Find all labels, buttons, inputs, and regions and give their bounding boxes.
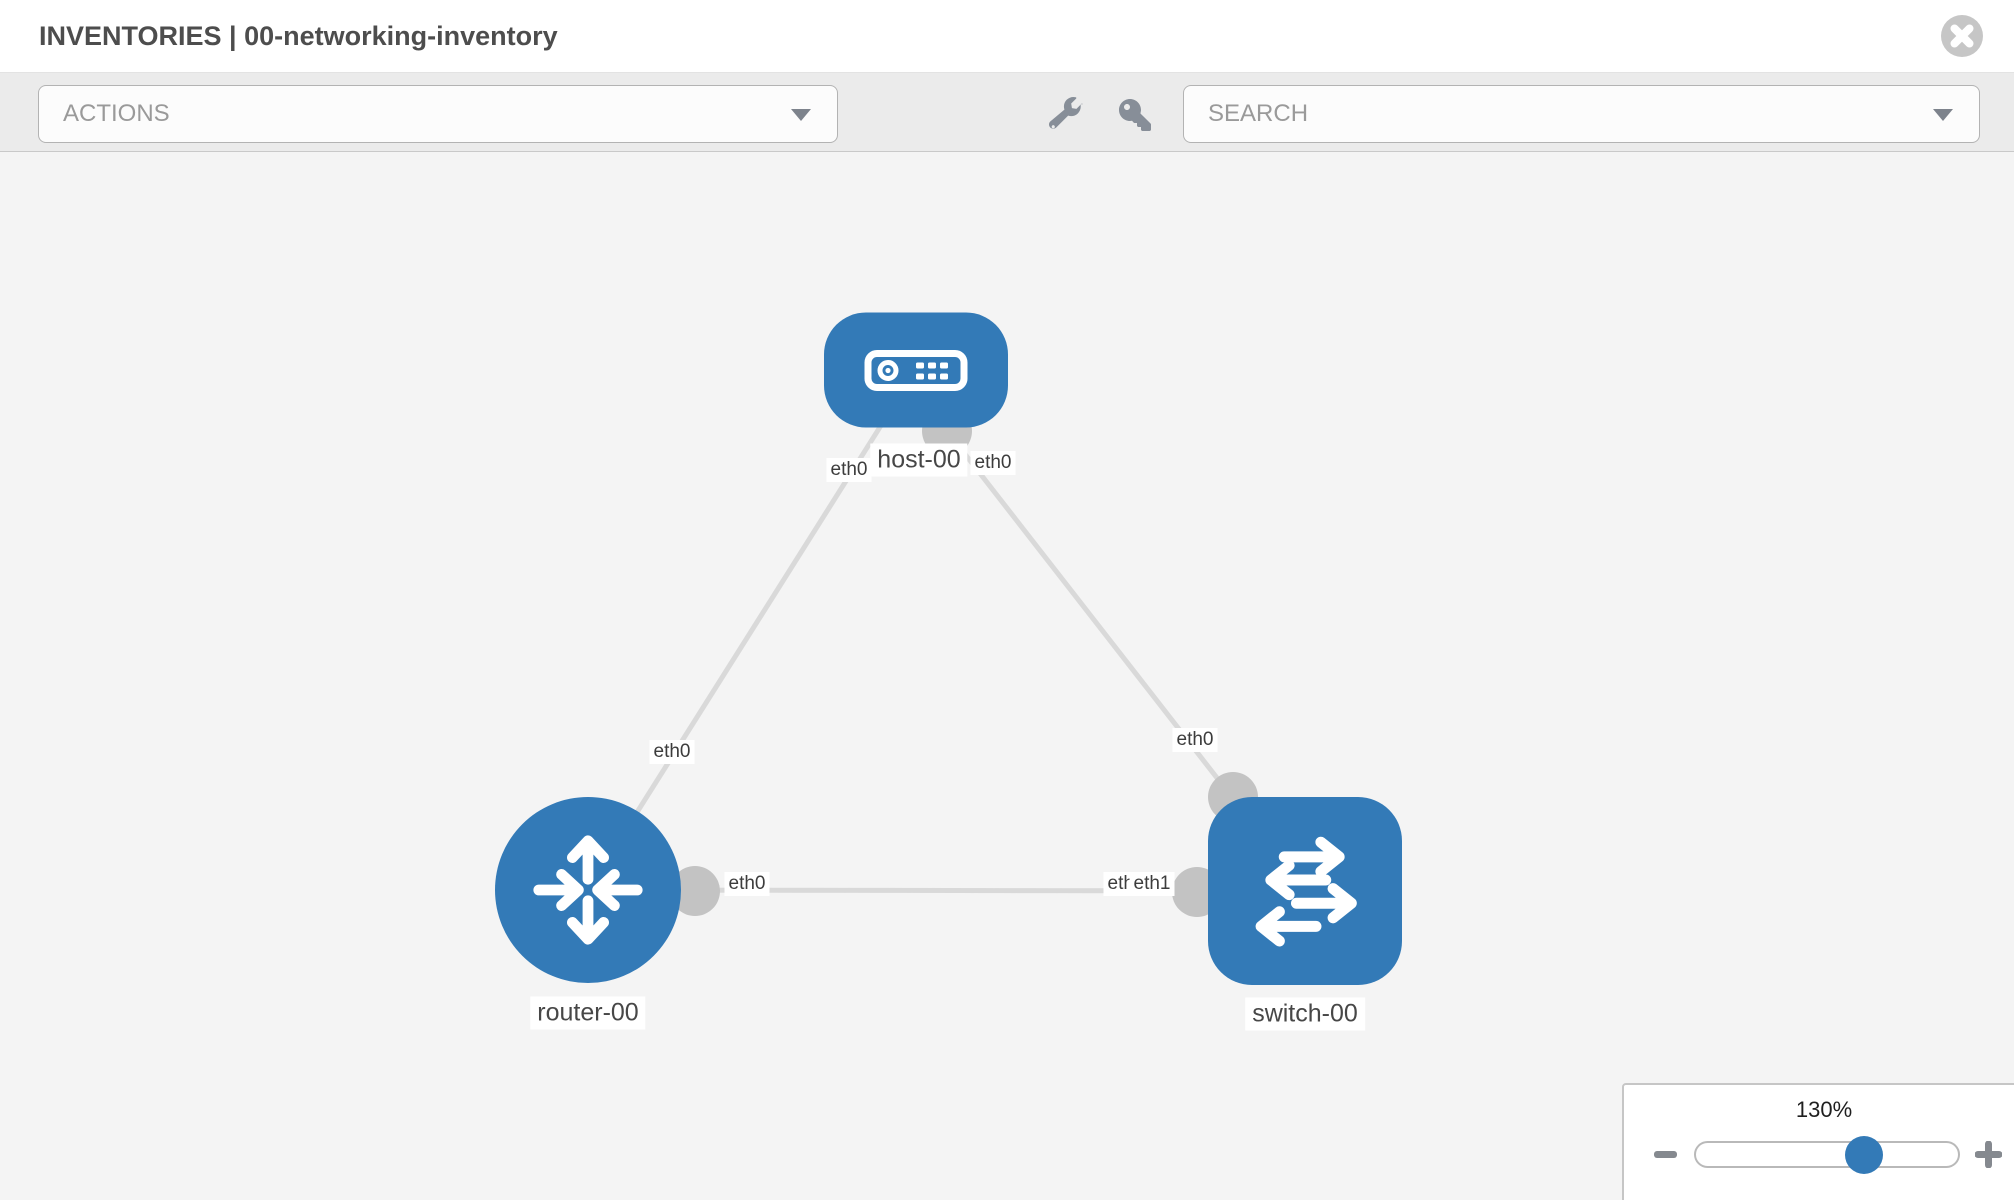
- zoom-slider[interactable]: [1694, 1135, 1960, 1174]
- toolbar: ACTIONS SEARCH: [0, 73, 2014, 152]
- switch-icon: [1255, 836, 1357, 947]
- node-label-host-00: host-00: [870, 443, 968, 477]
- port-label-eth0: eth0: [724, 872, 770, 896]
- close-icon[interactable]: [1940, 14, 1984, 58]
- node-host-00[interactable]: [824, 312, 1008, 428]
- topology-canvas[interactable]: 130% host-00 router-00 switch-00 eth0 eth0 et…: [0, 152, 2014, 1200]
- search-dropdown[interactable]: SEARCH: [1183, 85, 1980, 143]
- port-label-eth0: eth0: [1172, 728, 1218, 752]
- zoom-percentage: 130%: [1795, 1097, 1853, 1122]
- node-router-00[interactable]: [495, 797, 681, 983]
- chevron-down-icon: [1933, 109, 1953, 121]
- node-label-switch-00: switch-00: [1245, 997, 1365, 1031]
- zoom-controls: [1624, 1131, 2014, 1181]
- router-icon: [533, 835, 643, 945]
- port-label-eth0: eth0: [649, 740, 695, 764]
- zoom-slider-handle[interactable]: [1845, 1135, 1884, 1174]
- zoom-in-plus-icon[interactable]: [1974, 1140, 2003, 1173]
- node-label-router-00: router-00: [530, 996, 646, 1030]
- link-router-00-host-00: [585, 368, 919, 892]
- zoom-panel: 130%: [1622, 1083, 2014, 1200]
- search-dropdown-label: SEARCH: [1208, 100, 1309, 127]
- actions-dropdown[interactable]: ACTIONS: [38, 85, 838, 143]
- port-label-eth1: eth1: [1129, 872, 1175, 896]
- node-switch-00[interactable]: [1208, 797, 1402, 985]
- wrench-icon[interactable]: [1048, 97, 1083, 131]
- chevron-down-icon: [791, 109, 811, 121]
- key-icon[interactable]: [1119, 99, 1153, 133]
- port-label-eth0: eth0: [826, 458, 872, 482]
- link-lines: [585, 368, 1307, 894]
- port-label-eth0: eth0: [970, 451, 1016, 475]
- zoom-out-minus-icon[interactable]: [1654, 1151, 1677, 1158]
- title-bar: INVENTORIES | 00-networking-inventory: [0, 0, 2014, 73]
- actions-dropdown-label: ACTIONS: [63, 100, 170, 127]
- page-title: INVENTORIES | 00-networking-inventory: [39, 20, 558, 51]
- host-icon: [864, 349, 968, 391]
